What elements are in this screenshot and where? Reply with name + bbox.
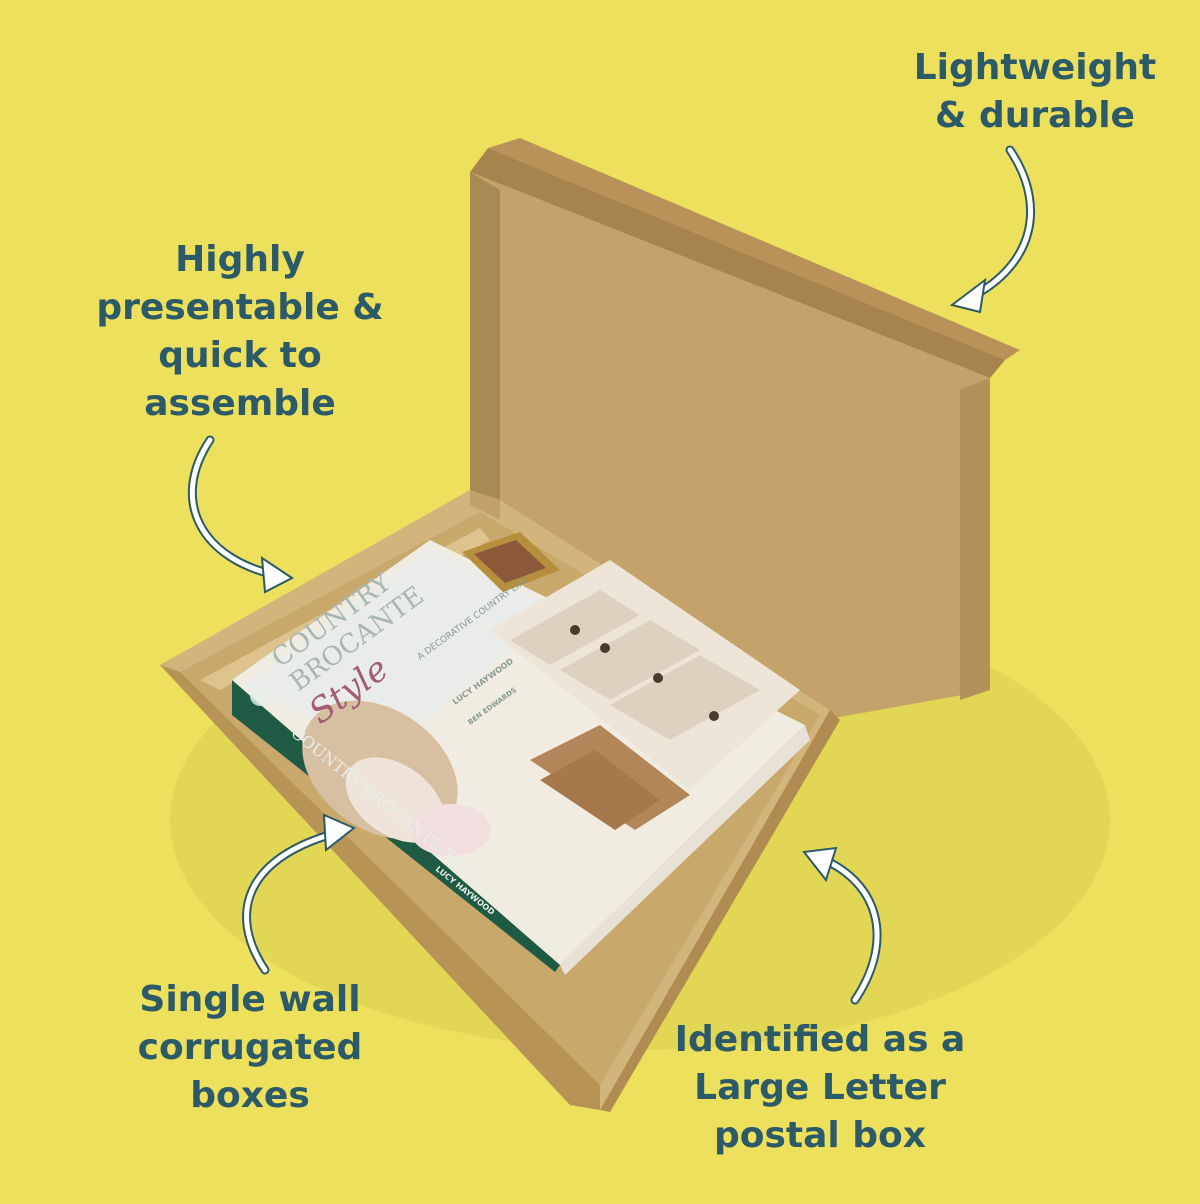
arrow-lightweight-icon (949, 145, 1036, 314)
callout-lightweight-durable: Lightweight & durable (870, 44, 1200, 140)
callout-single-wall: Single wall corrugated boxes (70, 976, 430, 1120)
callout-line: & durable (935, 95, 1135, 136)
callout-line: presentable & (96, 287, 384, 328)
callout-line: Highly (175, 239, 305, 280)
callout-line: quick to (158, 335, 322, 376)
callout-line: postal box (713, 1115, 927, 1156)
publisher-logo-icon (250, 686, 270, 706)
callout-line: Lightweight (913, 47, 1157, 88)
arrow-presentable-icon (188, 435, 294, 594)
callout-line: corrugated (137, 1027, 363, 1068)
callout-line: assemble (144, 383, 336, 424)
callout-line: Identified as a (674, 1019, 966, 1060)
arrow-identified-icon (802, 846, 882, 1005)
book: COUNTRY BROCANTE Style A DECORATIVE COUN… (232, 532, 810, 975)
callout-large-letter: Identified as a Large Letter postal box (630, 1016, 1010, 1160)
callout-line: Single wall (139, 979, 361, 1020)
callout-presentable: Highly presentable & quick to assemble (60, 236, 420, 428)
callout-line: boxes (190, 1075, 310, 1116)
arrow-single-wall-icon (242, 813, 356, 975)
callout-line: Large Letter (694, 1067, 946, 1108)
